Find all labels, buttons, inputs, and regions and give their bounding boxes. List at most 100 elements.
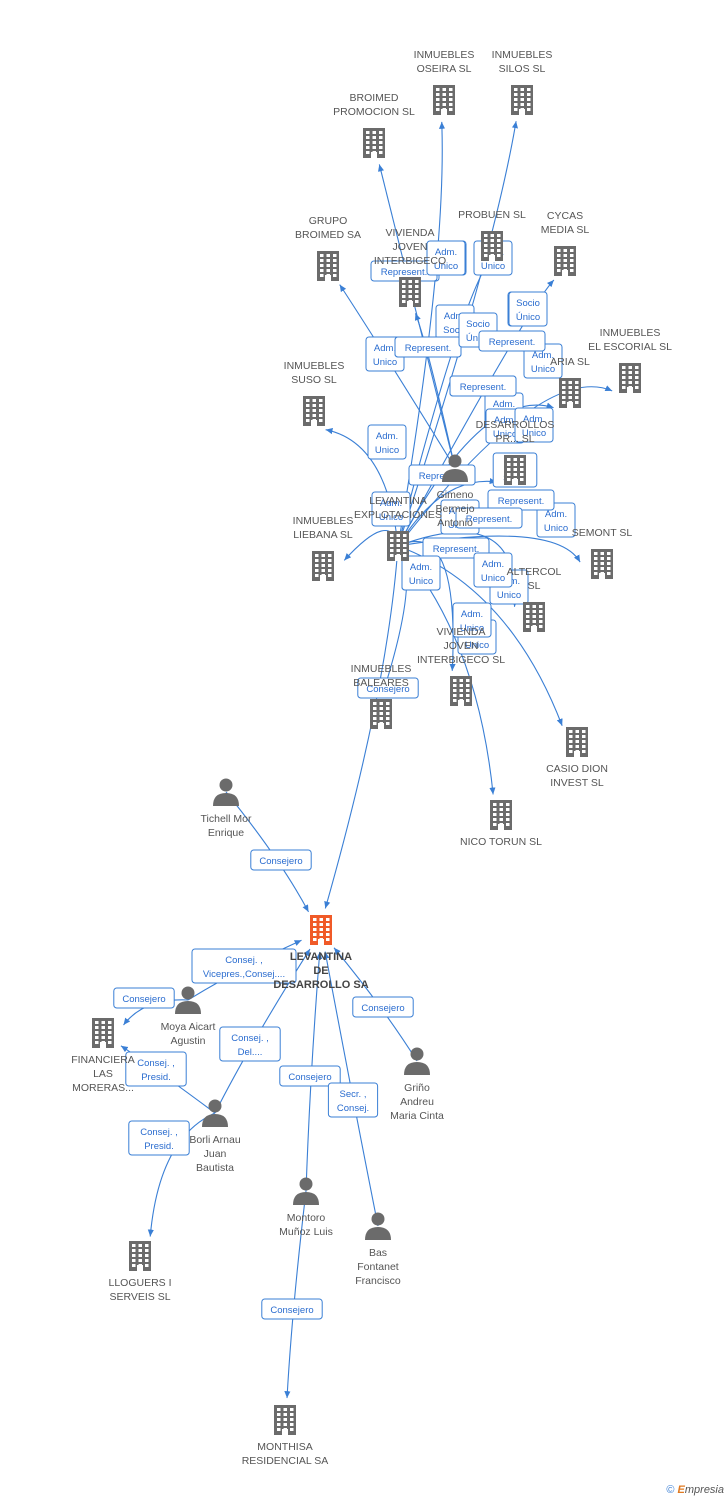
node-nico[interactable]: NICO TORUN SL (460, 800, 542, 848)
edge-label-extra-14[interactable]: Represent. (455, 507, 523, 529)
building-window (95, 1021, 99, 1024)
building-door (562, 270, 568, 276)
building-window (312, 409, 316, 412)
building-window (459, 684, 463, 687)
building-window (101, 1026, 105, 1029)
building-window (319, 918, 323, 921)
edge-label-extra-12-text: Adm. (410, 562, 432, 573)
edge-label-extra-12[interactable]: Adm.Unico (401, 555, 441, 591)
edge-label-extra-13[interactable]: Represent. (449, 375, 517, 397)
building-window (328, 564, 332, 567)
person-body (365, 1227, 391, 1240)
node-label: INMUEBLES (492, 49, 553, 61)
building-window (499, 813, 503, 816)
edge-label-moya-financiera[interactable]: Consejero (113, 987, 175, 1009)
edge-label-extra-6-text: Represent. (489, 337, 535, 348)
building-window (396, 534, 400, 537)
node-semont[interactable]: SEMONT SL (572, 527, 633, 579)
edge-label-moya-main[interactable]: Consej. ,Vicepres.,Consej.... (191, 948, 297, 984)
edge-label-extra-1-text: Socio (516, 298, 540, 309)
building-window (507, 458, 511, 461)
edge-label-levexp-semont[interactable]: Adm.Unico (536, 502, 576, 538)
edge-label-levexp-liebana-text: Adm. (380, 498, 402, 509)
edge-label-extra-4-text: Único (466, 333, 490, 344)
node-label: VIVIENDA (436, 626, 485, 638)
building-window (366, 141, 370, 144)
edge-label-bas-main[interactable]: Secr. ,Consej. (327, 1082, 379, 1118)
building-icon (450, 676, 472, 706)
edge-label-montoro-monthisa[interactable]: Consejero (261, 1298, 323, 1320)
building-window (459, 694, 463, 697)
edge-label-grino-main[interactable]: Consejero (352, 996, 414, 1018)
building-door (531, 626, 537, 632)
node-label: INMUEBLES (600, 327, 661, 339)
node-label: Andreu (400, 1096, 434, 1108)
edge-label-extra-6[interactable]: Represent. (478, 330, 546, 352)
building-window (569, 730, 573, 733)
building-window (372, 136, 376, 139)
edge-label-borli-financiera[interactable]: Consej. ,Presid. (125, 1051, 187, 1087)
building-icon (312, 551, 334, 581)
edge-label-extra-11-text: Adm. (482, 559, 504, 570)
edge-label-extra-10[interactable]: Represent. (422, 537, 490, 559)
building-window (526, 625, 530, 628)
building-window (145, 1264, 149, 1267)
edge-label-levexp-liebana[interactable]: Adm.Unico (371, 491, 411, 527)
building-window (569, 740, 573, 743)
edge-label-extra-5-text: Adm. (493, 399, 515, 410)
edge-label-levexp-escorial-text: Unico (531, 364, 555, 375)
edge-label-extra-10-text: Represent. (433, 544, 479, 555)
building-window (570, 254, 574, 257)
building-icon (274, 1405, 296, 1435)
edge-label-extra-2[interactable]: Adm.Unico (426, 240, 466, 276)
edge-label-extra-15[interactable]: Adm.Unico (452, 602, 492, 638)
edge-label-borli-lloguers[interactable]: Consej. ,Presid. (128, 1120, 190, 1156)
edge-label-extra-11[interactable]: Adm.Unico (473, 552, 513, 588)
footer-brand[interactable]: © Empresia (666, 1484, 724, 1496)
building-window (402, 290, 406, 293)
edge-label-tichell-main[interactable]: Consejero (250, 849, 312, 871)
node-probuen[interactable]: PROBUEN SL (458, 209, 526, 261)
edge-label-levexp-main[interactable]: Consejero (357, 677, 419, 699)
building-door (378, 723, 384, 729)
node-aria[interactable]: ARIA SL (550, 356, 590, 408)
building-window (396, 539, 400, 542)
edge-label-montoro-main[interactable]: Consejero (279, 1065, 341, 1087)
edge-label-extra-8[interactable]: Adm.Unico (514, 407, 554, 443)
edge-label-borli-main[interactable]: Consej. ,Del.... (219, 1026, 281, 1062)
edge-label-levexp-suso[interactable]: Adm.Unico (367, 424, 407, 460)
edge-label-levexp-altercol[interactable]: Represent. (487, 489, 555, 511)
building-window (372, 146, 376, 149)
edge-label-extra-3[interactable]: Represent. (394, 336, 462, 358)
node-financiera[interactable]: FINANCIERALASMORERAS... (71, 1018, 135, 1094)
person-icon (365, 1212, 391, 1240)
edge-label-levexp-escorial[interactable]: Adm.Unico (523, 343, 563, 379)
building-window (527, 93, 531, 96)
